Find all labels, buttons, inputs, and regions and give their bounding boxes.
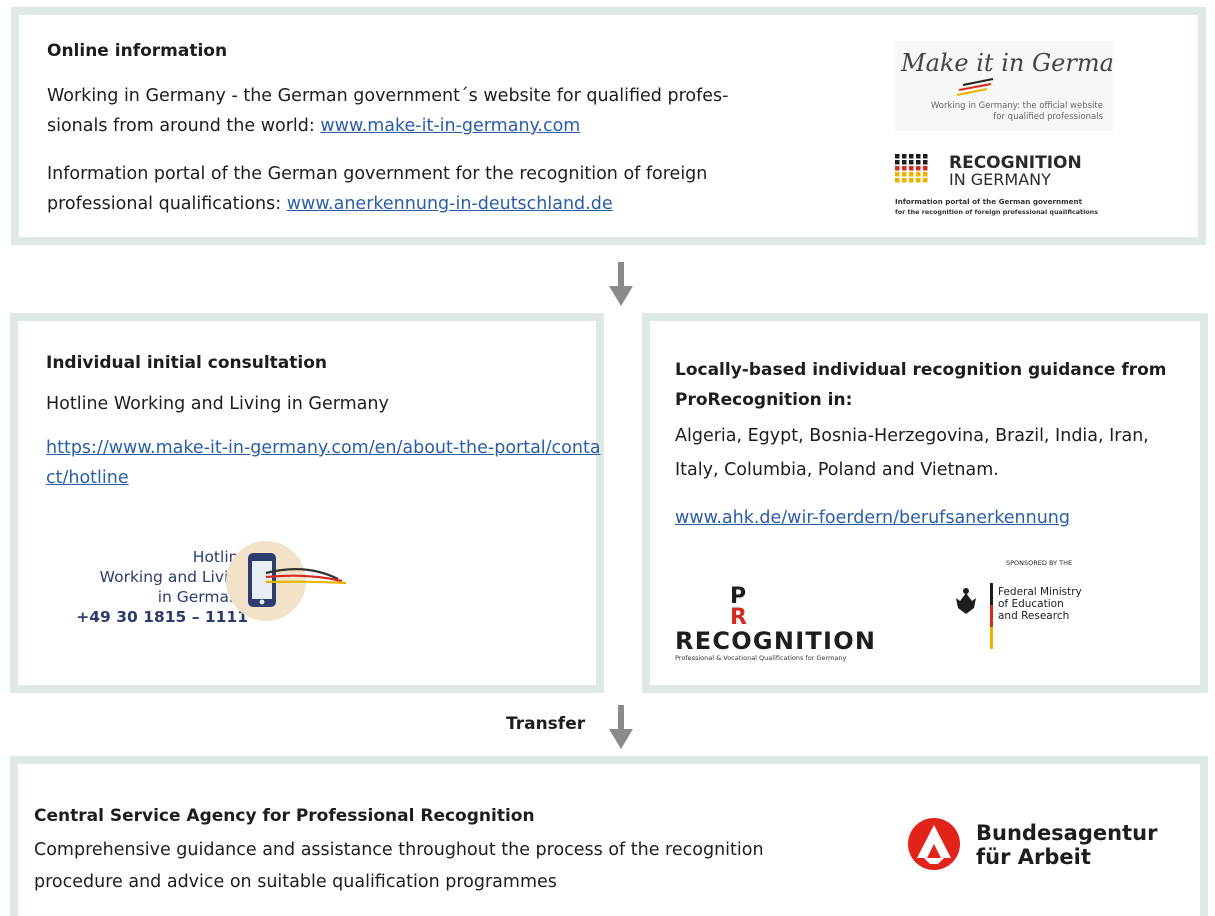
hotline-logo-text: Hotline Working and Living in Germany +4… xyxy=(58,547,248,627)
hotline-link[interactable]: https://www.make-it-in-germany.com/en/ab… xyxy=(46,438,601,488)
rig-caption-2: for the recognition of foreign professio… xyxy=(895,208,1098,216)
down-arrow-icon xyxy=(609,705,633,749)
ahk-link[interactable]: www.ahk.de/wir-foerdern/berufsanerkennun… xyxy=(675,508,1070,528)
online-information-heading: Online information xyxy=(47,41,228,61)
ba-line-1: Bundesagentur xyxy=(976,821,1158,845)
make-it-in-germany-link[interactable]: www.make-it-in-germany.com xyxy=(320,116,581,136)
bmbf-line-1: Federal Ministry xyxy=(998,586,1082,598)
prorec-letter-p: P xyxy=(730,584,746,609)
make-it-in-germany-logo: Make it in Germany Working in Germany: t… xyxy=(895,41,1143,131)
initial-consultation-box: Individual initial consultation Hotline … xyxy=(10,313,604,693)
online-information-box: Online information Working in Germany - … xyxy=(11,7,1206,245)
rig-dot xyxy=(916,166,921,171)
rig-dot xyxy=(895,178,900,183)
mig-caption-1: Working in Germany: the official website xyxy=(931,101,1103,111)
hotline-line-2: Working and Living xyxy=(99,568,248,586)
bundesagentur-a-icon xyxy=(908,818,960,870)
bundesagentur-logo-graphic: Bundesagentur für Arbeit xyxy=(908,818,1158,870)
central-service-heading: Central Service Agency for Professional … xyxy=(34,806,535,826)
rig-dot xyxy=(916,178,921,183)
rig-dot xyxy=(902,178,907,183)
hotline-description: Hotline Working and Living in Germany xyxy=(46,394,389,414)
rig-dot xyxy=(895,160,900,165)
hotline-logo: Hotline Working and Living in Germany +4… xyxy=(58,541,388,647)
prorecognition-box: Locally-based individual recognition gui… xyxy=(642,313,1208,693)
make-it-in-germany-logo-graphic: Make it in Germany Working in Germany: t… xyxy=(900,49,1143,122)
bmbf-logo-graphic: SPONSORED BY THE Federal Ministry of Edu… xyxy=(956,559,1082,649)
mig-caption-2: for qualified professionals xyxy=(993,112,1103,122)
rig-dot xyxy=(895,172,900,177)
phone-icon xyxy=(226,541,347,621)
prorecognition-logo-graphic: P R RECOGNITION Professional & Vocationa… xyxy=(675,584,875,662)
rig-dot xyxy=(916,154,921,159)
prorecognition-logo: P R RECOGNITION Professional & Vocationa… xyxy=(675,583,885,663)
rig-dot xyxy=(909,154,914,159)
rig-dot xyxy=(902,154,907,159)
rig-dot xyxy=(895,154,900,159)
bundesagentur-logo: Bundesagentur für Arbeit xyxy=(908,816,1168,876)
recognition-in-germany-logo-graphic: RECOGNITION IN GERMANY Information porta… xyxy=(895,153,1098,216)
bmbf-line-2: of Education xyxy=(998,598,1064,610)
bmbf-line-3: and Research xyxy=(998,610,1069,622)
rig-dot xyxy=(916,172,921,177)
rig-dot xyxy=(909,160,914,165)
prorec-word: RECOGNITION xyxy=(675,627,875,655)
hotline-line-1: Hotline xyxy=(192,548,248,566)
prorec-caption: Professional & Vocational Qualifications… xyxy=(675,654,846,662)
rig-dot xyxy=(902,172,907,177)
initial-consultation-heading: Individual initial consultation xyxy=(46,353,327,373)
rig-dot xyxy=(923,160,928,165)
rig-dot xyxy=(923,166,928,171)
mig-script: Make it in Germany xyxy=(900,49,1113,77)
prorecognition-heading: Locally-based individual recognition gui… xyxy=(675,360,1167,410)
central-service-description: Comprehensive guidance and assistance th… xyxy=(34,840,764,892)
transfer-label: Transfer xyxy=(506,714,586,734)
central-service-agency-box: Central Service Agency for Professional … xyxy=(10,756,1208,916)
rig-dot xyxy=(916,160,921,165)
prorecognition-url-paragraph: www.ahk.de/wir-foerdern/berufsanerkennun… xyxy=(675,503,1070,533)
rig-dot xyxy=(909,178,914,183)
rig-dot xyxy=(923,178,928,183)
rig-title-2: IN GERMANY xyxy=(949,170,1051,189)
anerkennung-description: Information portal of the German governm… xyxy=(47,164,708,214)
rig-caption-1: Information portal of the German governm… xyxy=(895,197,1083,206)
down-arrow-icon xyxy=(609,262,633,306)
anerkennung-text: Information portal of the German governm… xyxy=(47,159,787,219)
bmbf-logo: SPONSORED BY THE Federal Ministry of Edu… xyxy=(946,557,1106,657)
rig-dot xyxy=(902,160,907,165)
rig-dot xyxy=(895,166,900,171)
rig-dot xyxy=(923,172,928,177)
hotline-url-paragraph: https://www.make-it-in-germany.com/en/ab… xyxy=(46,433,606,493)
eagle-icon xyxy=(956,588,976,614)
bmbf-sponsored: SPONSORED BY THE xyxy=(1006,559,1072,567)
hotline-line-3: in Germany xyxy=(157,588,248,606)
make-it-in-germany-description: Working in Germany - the German governme… xyxy=(47,86,729,136)
anerkennung-link[interactable]: www.anerkennung-in-deutschland.de xyxy=(286,194,613,214)
recognition-in-germany-logo: RECOGNITION IN GERMANY Information porta… xyxy=(895,150,1125,230)
rig-dot xyxy=(902,166,907,171)
rig-dot xyxy=(909,172,914,177)
make-it-in-germany-text: Working in Germany - the German governme… xyxy=(47,81,787,141)
rig-title-1: RECOGNITION xyxy=(949,153,1082,173)
rig-dot xyxy=(909,166,914,171)
prorec-letter-r: R xyxy=(730,605,747,630)
prorecognition-countries: Algeria, Egypt, Bosnia-Herzegovina, Braz… xyxy=(675,426,1149,480)
ba-line-2: für Arbeit xyxy=(976,845,1091,869)
hotline-number: +49 30 1815 – 1111 xyxy=(76,608,248,626)
rig-dot xyxy=(923,154,928,159)
